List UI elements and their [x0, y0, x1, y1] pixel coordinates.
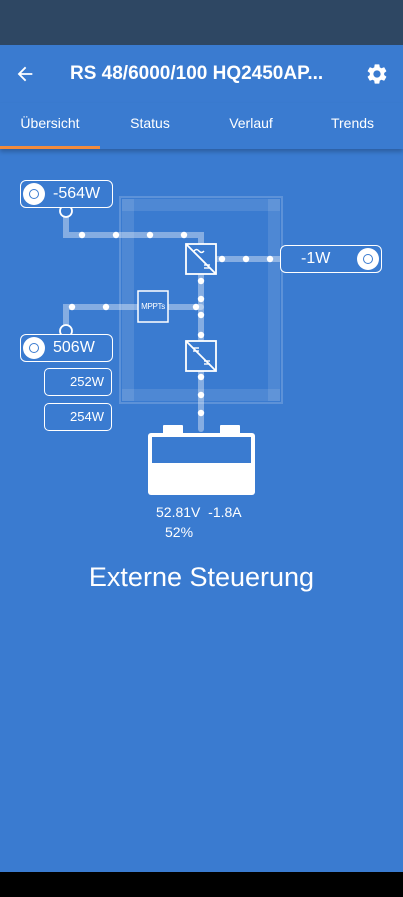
flow-dots — [68, 231, 274, 417]
ac-output-value: -1W — [301, 250, 331, 267]
lightbulb-icon — [357, 247, 379, 270]
battery-icon[interactable] — [0, 149, 403, 609]
tab-status[interactable]: Status — [130, 115, 170, 131]
tab-bar: Übersicht Status Verlauf Trends — [0, 103, 403, 149]
ac-output-bubble[interactable]: -1W — [280, 245, 382, 273]
tab-verlauf[interactable]: Verlauf — [229, 115, 273, 131]
mode-status: Externe Steuerung — [88, 562, 315, 592]
tab-uebersicht[interactable]: Übersicht — [20, 115, 80, 131]
battery-current: -1.8A — [208, 504, 242, 520]
inverter-icon — [185, 243, 217, 275]
arrow-left-icon — [17, 66, 33, 82]
settings-button[interactable] — [360, 57, 394, 91]
active-tab-indicator — [0, 146, 100, 149]
dc-converter-icon — [185, 340, 217, 372]
ac-input-bubble[interactable]: -564W — [20, 180, 113, 208]
device-title: RS 48/6000/100 HQ2450AP... — [70, 63, 324, 84]
pv-total-value: 506W — [53, 339, 95, 356]
pv-tracker-1[interactable]: 252W — [44, 368, 112, 396]
app-bar: RS 48/6000/100 HQ2450AP... — [0, 45, 403, 103]
ac-input-value: -564W — [53, 185, 101, 202]
solar-icon — [23, 336, 45, 359]
gear-icon — [367, 64, 387, 84]
ac-input-icon — [23, 182, 45, 205]
battery-voltage: 52.81V — [156, 504, 201, 520]
battery-voltage-current: 52.81V -1.8A — [156, 504, 242, 520]
tab-trends[interactable]: Trends — [330, 115, 375, 131]
pv-bubble[interactable]: 506W — [20, 334, 113, 362]
mppt-box — [137, 290, 169, 323]
status-bar — [0, 0, 403, 45]
mppt-label: MPPTs — [141, 302, 165, 311]
navigation-bar — [0, 872, 403, 897]
back-button[interactable] — [8, 57, 42, 91]
pv-tracker-2[interactable]: 254W — [44, 403, 112, 431]
system-overview-diagram: MPPTs -564W -1W 506W 252W 254W 52.81V -1… — [0, 149, 403, 609]
battery-soc: 52% — [165, 524, 194, 540]
